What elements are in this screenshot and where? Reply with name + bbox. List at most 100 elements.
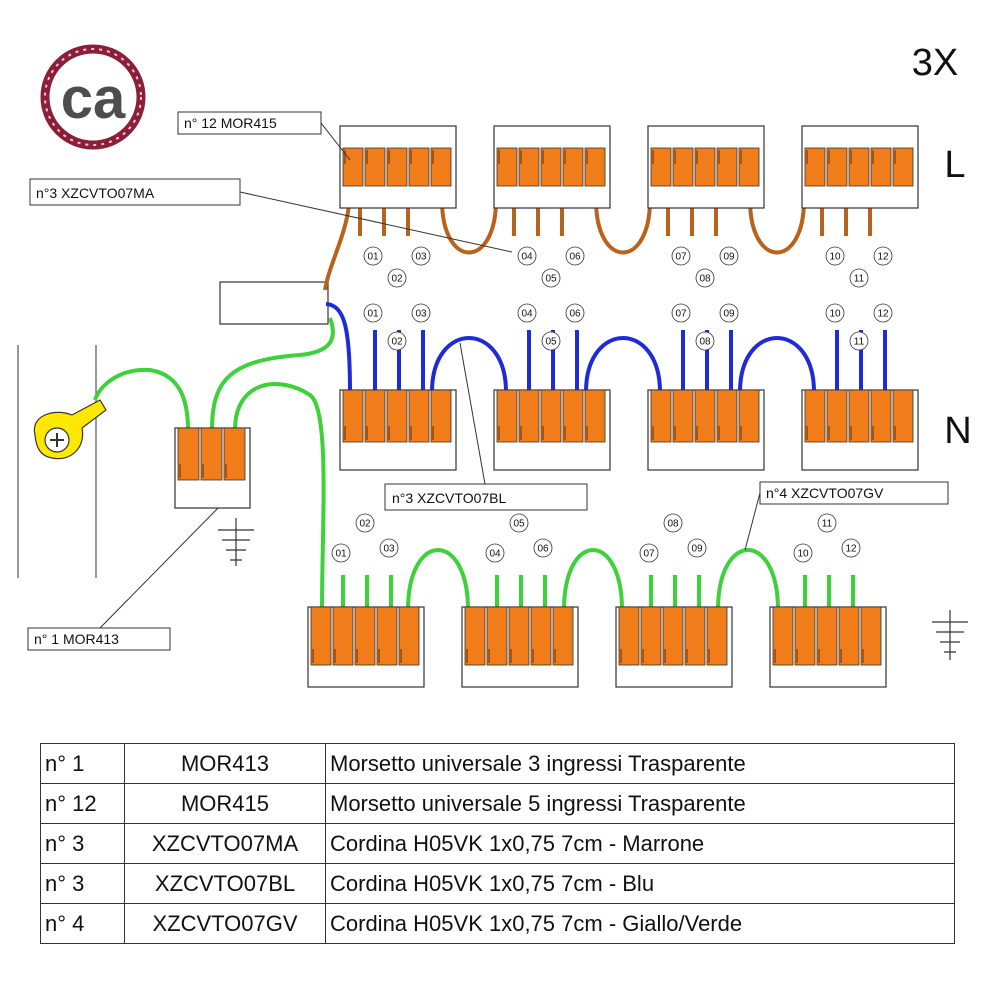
connector-lever bbox=[177, 427, 200, 481]
connector-lever bbox=[870, 389, 892, 443]
wire-number-text: 03 bbox=[415, 309, 427, 320]
connectors bbox=[174, 125, 919, 688]
wire-number-text: 09 bbox=[723, 252, 735, 263]
wire-number-circle bbox=[663, 513, 683, 533]
wire-number-circle bbox=[825, 303, 845, 323]
wire-number-text: 05 bbox=[545, 337, 557, 348]
green-jumper bbox=[716, 548, 780, 611]
wire-number: 08 bbox=[695, 331, 715, 351]
connector-lever bbox=[496, 147, 518, 187]
connector-block bbox=[307, 606, 425, 688]
connector-lever bbox=[716, 389, 738, 443]
wire-number-text: 05 bbox=[513, 519, 525, 530]
connector-lever bbox=[838, 606, 860, 666]
wire-number: 11 bbox=[849, 331, 869, 351]
parts-cell-qty: n° 4 bbox=[40, 903, 125, 944]
wire-number-text: 03 bbox=[415, 252, 427, 263]
wire-number-circle bbox=[873, 303, 893, 323]
wire-number: 04 bbox=[485, 543, 505, 563]
connector-lever bbox=[848, 389, 870, 443]
wire-number-circle bbox=[849, 268, 869, 288]
wire-number-circle bbox=[411, 303, 431, 323]
wire-number: 07 bbox=[671, 246, 691, 266]
connector-lever bbox=[310, 606, 332, 666]
connector-lever bbox=[408, 389, 430, 443]
connector-block bbox=[493, 389, 611, 471]
wire-number: 01 bbox=[331, 543, 351, 563]
parts-cell-description: Cordina H05VK 1x0,75 7cm - Marrone bbox=[325, 823, 955, 864]
wire-number-text: 04 bbox=[521, 309, 533, 320]
connector-lever bbox=[364, 147, 386, 187]
connector-block bbox=[174, 427, 251, 509]
connector-lever bbox=[552, 606, 574, 666]
wire-number: 07 bbox=[671, 303, 691, 323]
wire-number-circle bbox=[533, 538, 553, 558]
parts-cell-description: Cordina H05VK 1x0,75 7cm - Blu bbox=[325, 863, 955, 904]
wire-number-circle bbox=[695, 331, 715, 351]
wire-number-circle bbox=[639, 543, 659, 563]
green-feed-wire bbox=[210, 317, 335, 431]
wire-number-text: 08 bbox=[699, 274, 711, 285]
parts-cell-description: Morsetto universale 5 ingressi Trasparen… bbox=[325, 783, 955, 824]
connector-lever bbox=[662, 606, 684, 666]
connector-lever bbox=[672, 147, 694, 187]
connector-lever bbox=[826, 147, 848, 187]
wire-number: 03 bbox=[411, 246, 431, 266]
wire-number-circle bbox=[509, 513, 529, 533]
brand-logo: ca bbox=[40, 44, 146, 150]
wire-number: 05 bbox=[541, 331, 561, 351]
wire-number: 08 bbox=[695, 268, 715, 288]
parts-cell-description: Morsetto universale 3 ingressi Trasparen… bbox=[325, 743, 955, 784]
wire-number: 06 bbox=[565, 303, 585, 323]
connector-lever bbox=[794, 606, 816, 666]
wire-number-text: 09 bbox=[691, 544, 703, 555]
connector-lever bbox=[376, 606, 398, 666]
svg-text:n° 1 MOR413: n° 1 MOR413 bbox=[34, 631, 119, 647]
wire-number: 09 bbox=[687, 538, 707, 558]
wire-number-text: 01 bbox=[367, 252, 379, 263]
parts-cell-code: XZCVTO07GV bbox=[124, 903, 326, 944]
connector-lever bbox=[716, 147, 738, 187]
parts-cell-qty: n° 12 bbox=[40, 783, 125, 824]
wire-number-circle bbox=[719, 303, 739, 323]
parts-cell-code: MOR415 bbox=[124, 783, 326, 824]
green-jumper bbox=[562, 548, 624, 611]
wire-number-text: 11 bbox=[822, 519, 833, 530]
wire-number: 02 bbox=[387, 268, 407, 288]
connector-lever bbox=[694, 147, 716, 187]
wire-number-circle bbox=[363, 246, 383, 266]
connector-block bbox=[615, 606, 733, 688]
connector-lever bbox=[892, 147, 914, 187]
wire-number: 04 bbox=[517, 303, 537, 323]
wire-number-text: 09 bbox=[723, 309, 735, 320]
callout-brown-wires: n°3 XZCVTO07MA bbox=[29, 178, 513, 253]
connector-lever bbox=[562, 389, 584, 443]
earth-symbol-icon bbox=[932, 610, 968, 660]
connector-lever bbox=[530, 606, 552, 666]
wire-number-circle bbox=[671, 303, 691, 323]
wire-number-circle bbox=[817, 513, 837, 533]
wire-number: 06 bbox=[533, 538, 553, 558]
callout-mor413: n° 1 MOR413 bbox=[27, 507, 219, 651]
connector-lever bbox=[706, 606, 728, 666]
wire-number: 10 bbox=[825, 303, 845, 323]
blue-jumper bbox=[430, 336, 508, 393]
wire-number-text: 06 bbox=[537, 544, 549, 555]
parts-cell-qty: n° 1 bbox=[40, 743, 125, 784]
wire-number-text: 02 bbox=[359, 519, 371, 530]
wire-number-circle bbox=[517, 303, 537, 323]
wire-number: 04 bbox=[517, 246, 537, 266]
wire-number-circle bbox=[363, 303, 383, 323]
wire-number-text: 11 bbox=[854, 274, 865, 285]
connector-lever bbox=[870, 147, 892, 187]
callout-blue-wires: n°3 XZCVTO07BL bbox=[384, 342, 588, 511]
connector-lever bbox=[518, 389, 540, 443]
blue-feed-wire bbox=[325, 302, 352, 393]
wire-number: 01 bbox=[363, 246, 383, 266]
connector-lever bbox=[562, 147, 584, 187]
parts-cell-code: MOR413 bbox=[124, 743, 326, 784]
wire-number-text: 01 bbox=[367, 309, 379, 320]
